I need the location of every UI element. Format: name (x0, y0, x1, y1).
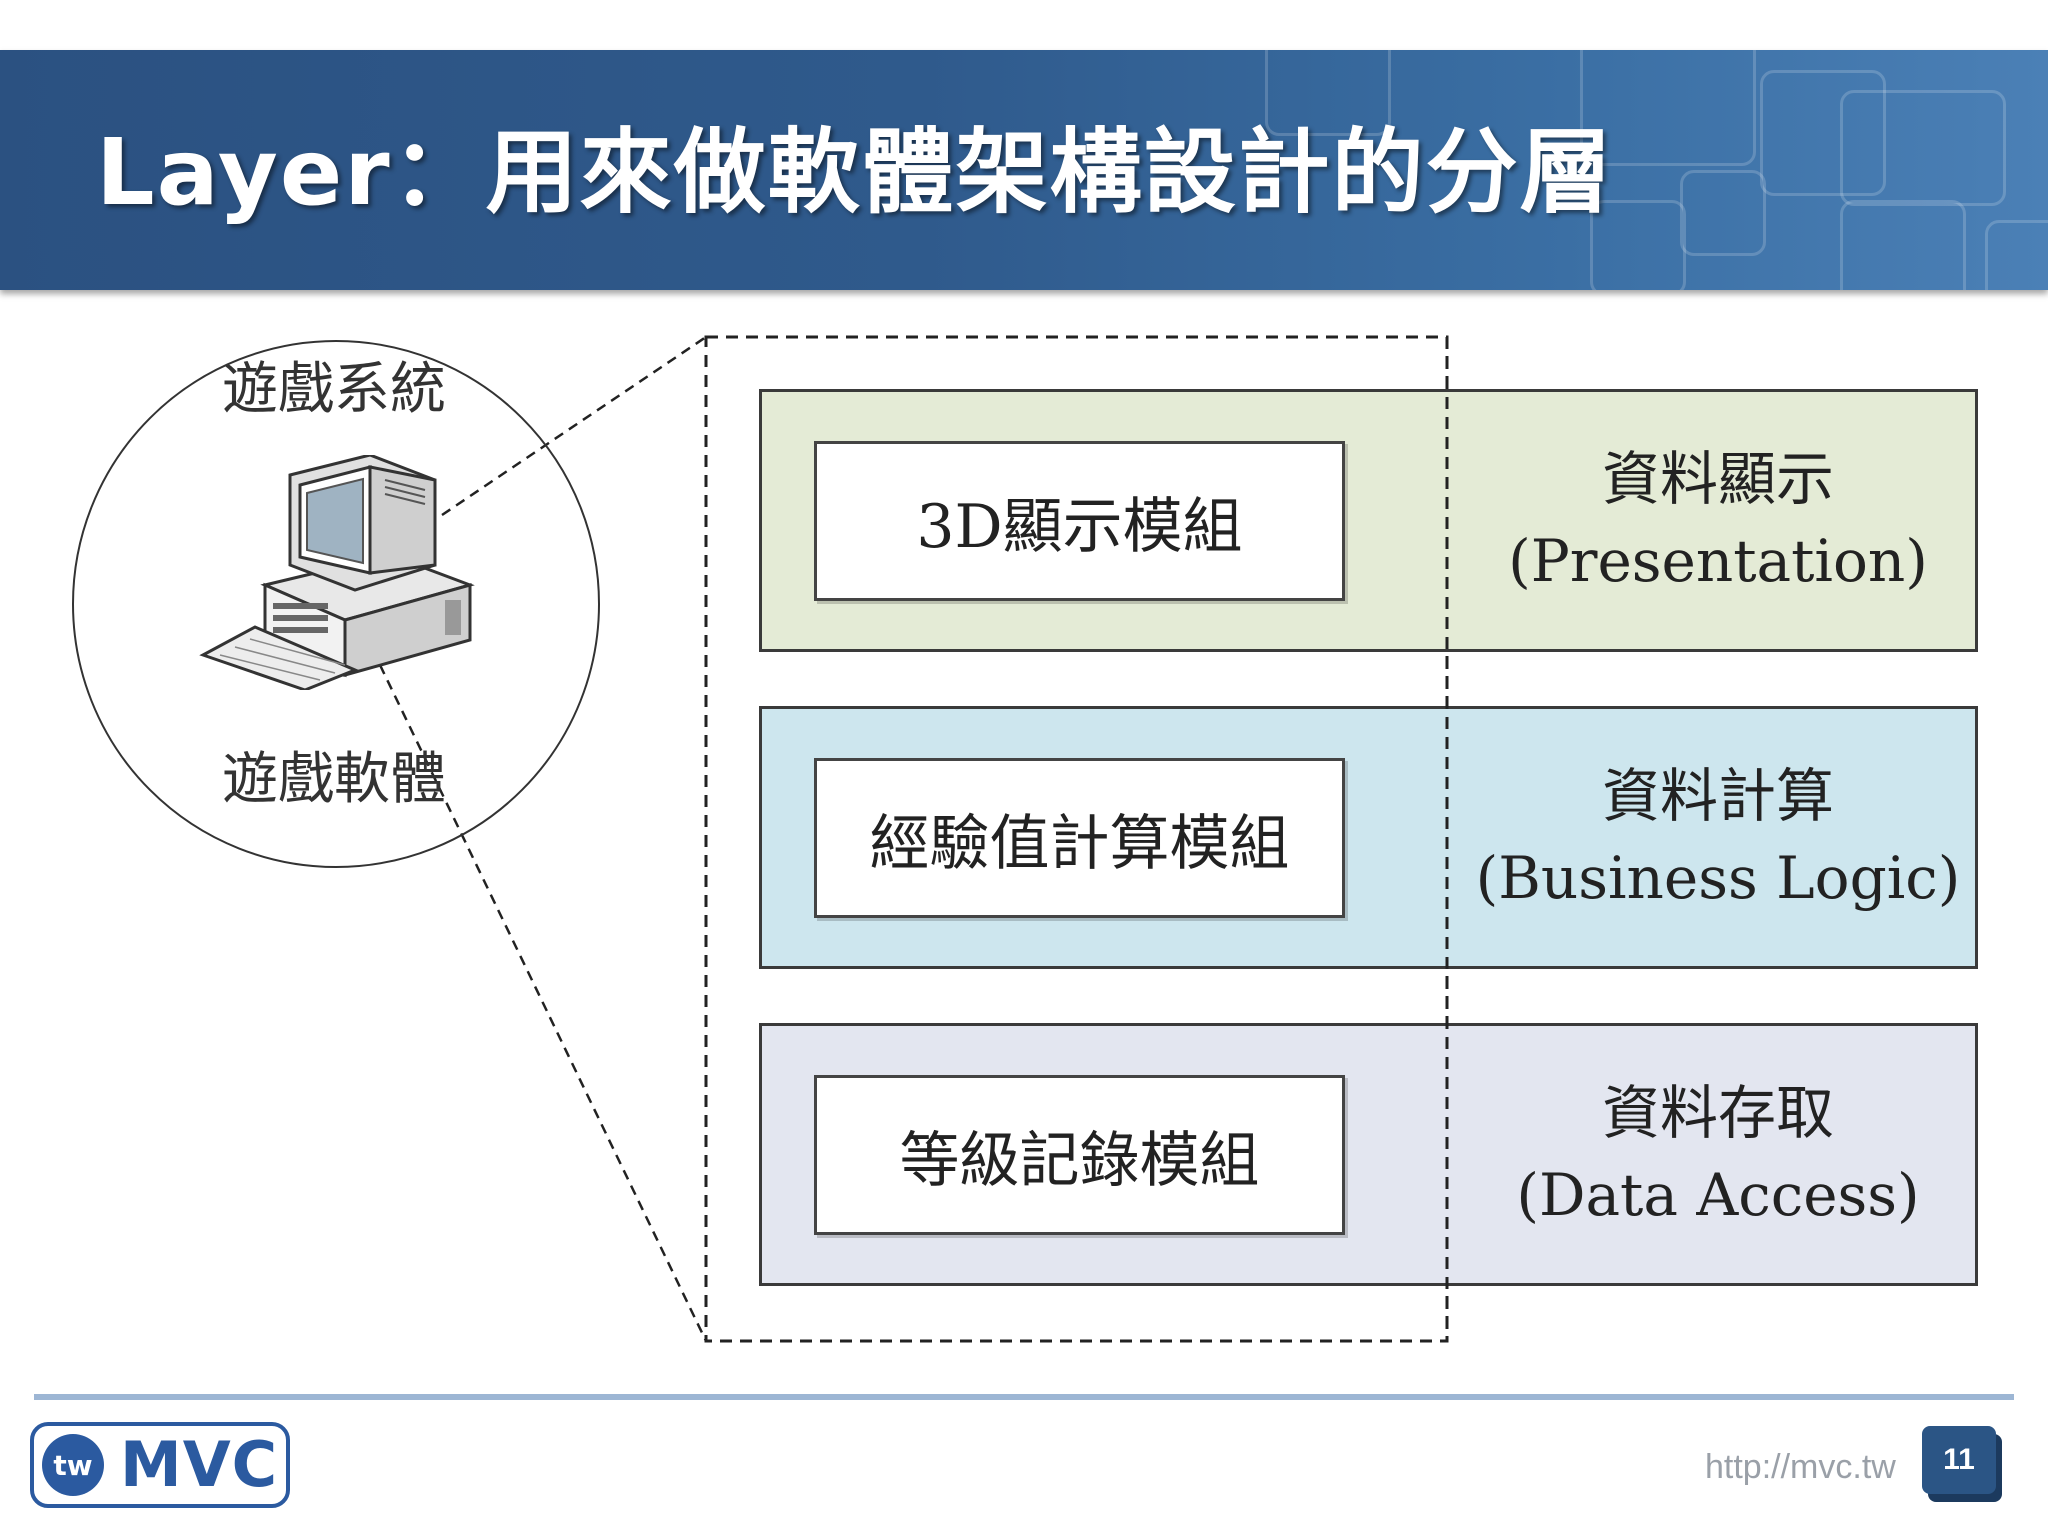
footer-url: http://mvc.tw (1705, 1448, 1896, 1486)
layer-description: 資料存取 (Data Access) (1468, 1072, 1968, 1236)
slide-header: Layer：用來做軟體架構設計的分層 (0, 50, 2048, 290)
layer-description: 資料計算 (Business Logic) (1468, 755, 1968, 919)
zoom-circle: 遊戲系統 遊戲軟體 (72, 340, 600, 868)
logo-mvc-text: MVC (120, 1428, 279, 1501)
module-box: 經驗值計算模組 (814, 758, 1345, 918)
logo-tw-badge: tw (42, 1434, 104, 1496)
desktop-computer-icon (199, 455, 475, 690)
slide-title: Layer：用來做軟體架構設計的分層 (96, 119, 1614, 226)
layer-presentation: 3D顯示模組 資料顯示 (Presentation) (759, 389, 1978, 652)
layer-desc-zh: 資料計算 (1601, 762, 1834, 830)
twmvc-logo: tw MVC (30, 1422, 290, 1508)
circle-bottom-label: 遊戲軟體 (222, 747, 446, 812)
page-number: 11 (1922, 1426, 1996, 1494)
layer-description: 資料顯示 (Presentation) (1468, 438, 1968, 602)
layer-desc-en: (Business Logic) (1475, 844, 1961, 912)
layer-desc-zh: 資料存取 (1601, 1079, 1834, 1147)
layer-desc-en: (Presentation) (1508, 527, 1928, 595)
layer-data-access: 等級記錄模組 資料存取 (Data Access) (759, 1023, 1978, 1286)
layer-desc-en: (Data Access) (1516, 1161, 1920, 1229)
layer-business-logic: 經驗值計算模組 資料計算 (Business Logic) (759, 706, 1978, 969)
module-box: 3D顯示模組 (814, 441, 1345, 601)
circle-top-label: 遊戲系統 (222, 357, 446, 422)
layer-desc-zh: 資料顯示 (1601, 445, 1834, 513)
footer-divider (34, 1394, 2014, 1400)
module-box: 等級記錄模組 (814, 1075, 1345, 1235)
